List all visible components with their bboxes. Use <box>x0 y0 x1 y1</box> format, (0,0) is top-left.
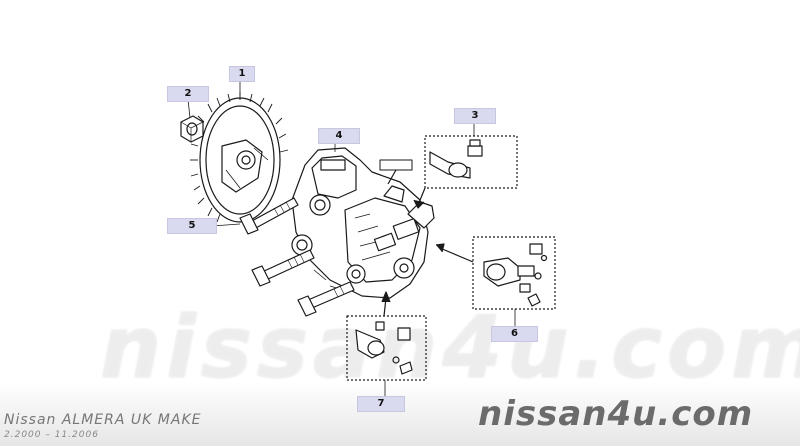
footer-band <box>0 382 800 446</box>
sensor-box-lower-part <box>346 291 427 381</box>
callout-5[interactable]: 5 <box>167 218 217 234</box>
watermark-large: nissan4u.com <box>100 298 800 398</box>
callout-2[interactable]: 2 <box>167 86 209 102</box>
callout-1[interactable]: 1 <box>229 66 255 82</box>
model-dates: 2.2000 – 11.2006 <box>4 430 99 440</box>
sensor-box-part <box>413 135 518 209</box>
watermark-logo: nissan4u.com <box>478 394 754 434</box>
callout-3[interactable]: 3 <box>454 108 496 124</box>
bolt-part <box>239 197 299 235</box>
pump-body-part <box>291 147 435 299</box>
model-title: Nissan ALMERA UK MAKE <box>4 412 202 428</box>
sprocket-part <box>190 92 289 223</box>
bolt-lower-left <box>251 249 315 287</box>
callout-7[interactable]: 7 <box>357 396 405 412</box>
callout-4[interactable]: 4 <box>318 128 360 144</box>
nut-part <box>180 115 204 143</box>
valve-box-part <box>435 236 556 310</box>
callout-6[interactable]: 6 <box>491 326 538 342</box>
leader-lines <box>187 80 516 396</box>
bolt-lower <box>297 281 355 317</box>
